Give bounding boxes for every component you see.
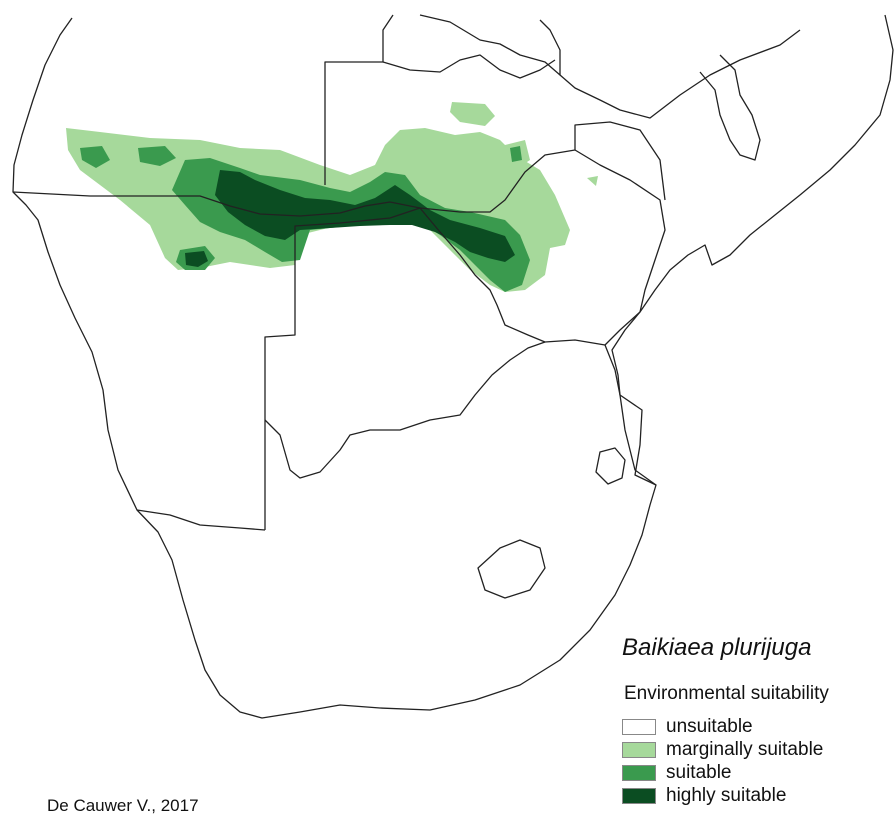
- legend-label: marginally suitable: [666, 738, 824, 760]
- legend-item-marginal: marginally suitable: [622, 738, 823, 761]
- legend-title: Environmental suitability: [624, 683, 829, 704]
- legend-swatch: [622, 764, 656, 781]
- border-namibia-botswana: [264, 207, 421, 530]
- species-title: Baikiaea plurijuga: [622, 634, 812, 661]
- border-zambia-mozambique: [559, 29, 801, 119]
- legend: unsuitable marginally suitable suitable …: [622, 715, 823, 807]
- country-boundaries: [12, 14, 894, 719]
- map-credit: De Cauwer V., 2017: [47, 796, 199, 815]
- legend-item-highly: highly suitable: [622, 784, 823, 807]
- border-drc-zambia: [382, 54, 556, 79]
- legend-swatch: [622, 741, 656, 758]
- border-southafrica-mozambique: [604, 344, 657, 486]
- border-botswana-southafrica: [264, 341, 546, 479]
- legend-swatch: [622, 787, 656, 804]
- suitability-zones: [66, 102, 598, 292]
- border-drc-tanzania: [419, 14, 561, 76]
- legend-item-suitable: suitable: [622, 761, 823, 784]
- legend-label: highly suitable: [666, 784, 787, 806]
- legend-item-unsuitable: unsuitable: [622, 715, 823, 738]
- border-zambia-zimbabwe: [419, 121, 666, 213]
- border-zimbabwe-mozambique: [574, 149, 666, 313]
- border-malawi: [699, 54, 761, 161]
- border-namibia-southafrica: [136, 509, 266, 531]
- lesotho: [477, 539, 546, 599]
- border-angola-namibia: [12, 191, 421, 217]
- legend-label: suitable: [666, 761, 732, 783]
- coastline: [12, 14, 894, 719]
- legend-swatch: [622, 718, 656, 735]
- zone-highly: [185, 170, 515, 267]
- legend-label: unsuitable: [666, 715, 753, 737]
- eswatini: [595, 447, 626, 485]
